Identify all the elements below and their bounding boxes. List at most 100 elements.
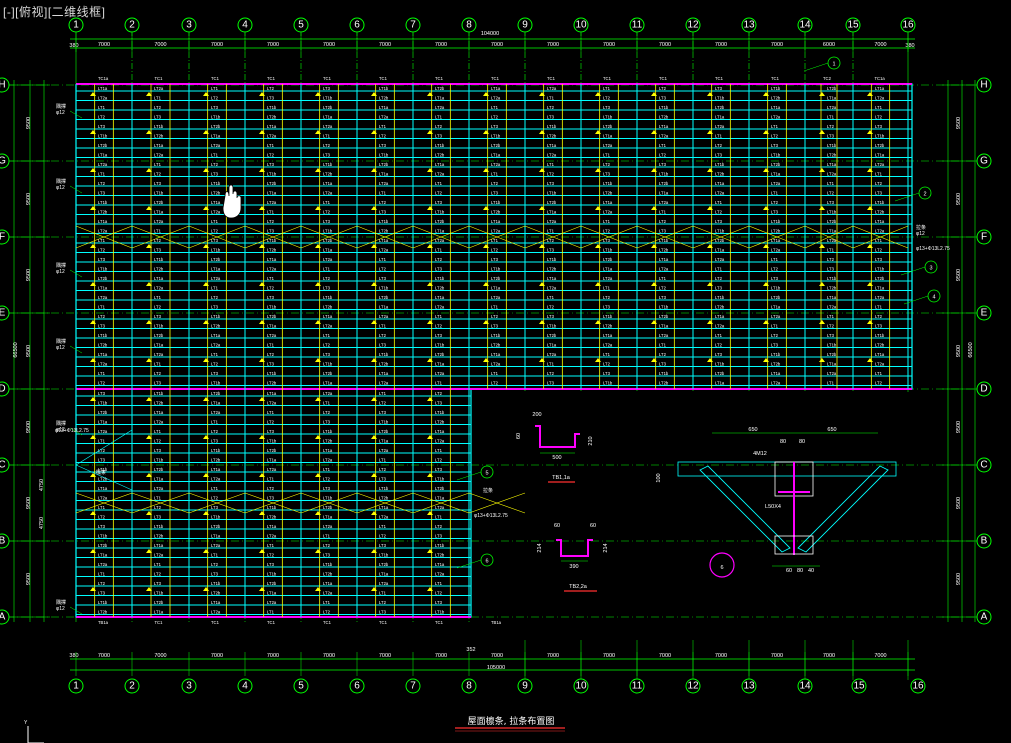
sag-anchor-mark: [819, 244, 825, 248]
sag-anchor-mark: [651, 320, 657, 324]
purlin-tag: LT2: [323, 343, 331, 348]
purlin-tag: LT2: [379, 134, 387, 139]
purlin-tag: LT2a: [98, 295, 108, 300]
purlin-tag: LT1: [323, 534, 331, 539]
sag-anchor-mark: [595, 320, 601, 324]
purlin-tag: LT1: [715, 134, 723, 139]
purlin-tag: LT2a: [827, 371, 837, 376]
purlin-tag: LT2b: [827, 153, 837, 158]
purlin-tag: LT1a: [323, 248, 333, 253]
purlin-tag: LT2a: [379, 248, 389, 253]
callout-number: 2: [923, 192, 926, 198]
purlin-tag: LT1: [715, 333, 723, 338]
sag-anchor-mark: [146, 282, 152, 286]
purlin-tag: LT1b: [603, 314, 613, 319]
callout-marker: 4: [903, 289, 941, 305]
purlin-tag: LT2: [379, 600, 387, 605]
purlin-tag: LT1b: [435, 343, 445, 348]
brace-diagonal: [412, 225, 470, 249]
purlin-tag: LT2: [659, 352, 667, 357]
purlin-tag: LT2b: [154, 600, 164, 605]
sec1-base: 500: [552, 455, 561, 461]
purlin-tag: LT2b: [659, 115, 669, 120]
bottom-total-dim: 105000: [487, 665, 505, 671]
purlin-tag: LT1a: [875, 219, 885, 224]
purlin-tag: LT3: [827, 267, 835, 272]
purlin-tag: LT1: [771, 257, 779, 262]
purlin-tag: LT2a: [98, 229, 108, 234]
purlin-tag: LT1a: [491, 286, 501, 291]
bubble-label: D: [980, 384, 987, 395]
sag-anchor-mark: [867, 168, 873, 172]
purlin-tag: LT1a: [323, 581, 333, 586]
purlin-tag: LT1a: [98, 86, 108, 91]
purlin-tag: LT1b: [491, 267, 501, 272]
purlin-tag: LT1: [267, 543, 275, 548]
bottom-bay-dim: 7000: [715, 653, 727, 659]
viewport-controls-label[interactable]: [-][俯视][二维线框]: [3, 5, 106, 19]
purlin-tag: LT2b: [154, 401, 164, 406]
purlin-tag: LT1b: [547, 191, 557, 196]
purlin-tag: LT2a: [547, 352, 557, 357]
bottom-bay-dim: 7000: [435, 653, 447, 659]
purlin-tag: LT1b: [154, 191, 164, 196]
purlin-tag: LT3: [659, 162, 667, 167]
sag-anchor-mark: [203, 282, 209, 286]
sec2-top-left: 60: [554, 523, 560, 529]
purlin-tag: LT1: [435, 314, 443, 319]
purlin-tag: LT2b: [435, 352, 445, 357]
purlin-tag: LT2a: [435, 505, 445, 510]
purlin-tag: LT1: [211, 286, 219, 291]
callout-leader: [456, 559, 482, 569]
purlin-tag: LT1: [267, 143, 275, 148]
purlin-tag: LT1: [267, 610, 275, 615]
bubble-circle: [976, 381, 992, 397]
purlin-tag: LT1a: [715, 381, 725, 386]
purlin-tag: LT1b: [379, 553, 389, 558]
purlin-tag: LT1: [827, 115, 835, 120]
purlin-tag: LT1a: [154, 410, 164, 415]
sag-anchor-mark: [371, 206, 377, 210]
purlin-tag: LT2b: [771, 162, 781, 167]
purlin-tag: LT2a: [98, 429, 108, 434]
purlin-tag: LT2a: [771, 381, 781, 386]
bubble-circle: [0, 305, 10, 321]
purlin-tag: LT2: [98, 448, 106, 453]
bubble-circle: [237, 17, 253, 33]
bottom-bay-dim: 7000: [98, 653, 110, 659]
purlin-tag: LT2a: [379, 448, 389, 453]
purlin-tag: LT2a: [323, 391, 333, 396]
sag-anchor-mark: [90, 130, 96, 134]
top-purlin-tag: TC1a: [98, 76, 109, 81]
sag-anchor-mark: [595, 168, 601, 172]
right-axis-bubble: F: [976, 229, 992, 245]
sag-anchor-mark: [315, 549, 321, 553]
purlin-tag: LT3: [603, 305, 611, 310]
sag-anchor-mark: [259, 435, 265, 439]
purlin-tag: LT2b: [323, 439, 333, 444]
purlin-tag: LT2b: [379, 496, 389, 501]
purlin-tag: LT3: [491, 191, 499, 196]
sag-anchor-mark: [90, 282, 96, 286]
sag-anchor-mark: [819, 282, 825, 286]
purlin-tag: LT1a: [603, 134, 613, 139]
callout-number: 4: [932, 295, 935, 301]
purlin-tag: LT1b: [875, 333, 885, 338]
brace-diagonal: [468, 225, 526, 249]
right-span-dim: 9500: [956, 345, 962, 357]
purlin-tag: LT1a: [491, 153, 501, 158]
purlin-tag: LT2b: [435, 486, 445, 491]
top-axis-bubble: 7: [405, 17, 421, 33]
top-purlin-tag: TC1: [379, 76, 388, 81]
purlin-tag: LT2b: [659, 314, 669, 319]
sag-anchor-mark: [483, 358, 489, 362]
purlin-tag: LT2a: [547, 86, 557, 91]
bubble-label: F: [981, 232, 987, 243]
joint-dim-1: 650: [748, 427, 757, 433]
purlin-tag: LT2a: [323, 524, 333, 529]
purlin-tag: LT2: [154, 505, 162, 510]
brace-diagonal: [244, 225, 302, 249]
purlin-tag: LT2a: [98, 562, 108, 567]
tie-spec-note: φ12: [56, 427, 65, 433]
